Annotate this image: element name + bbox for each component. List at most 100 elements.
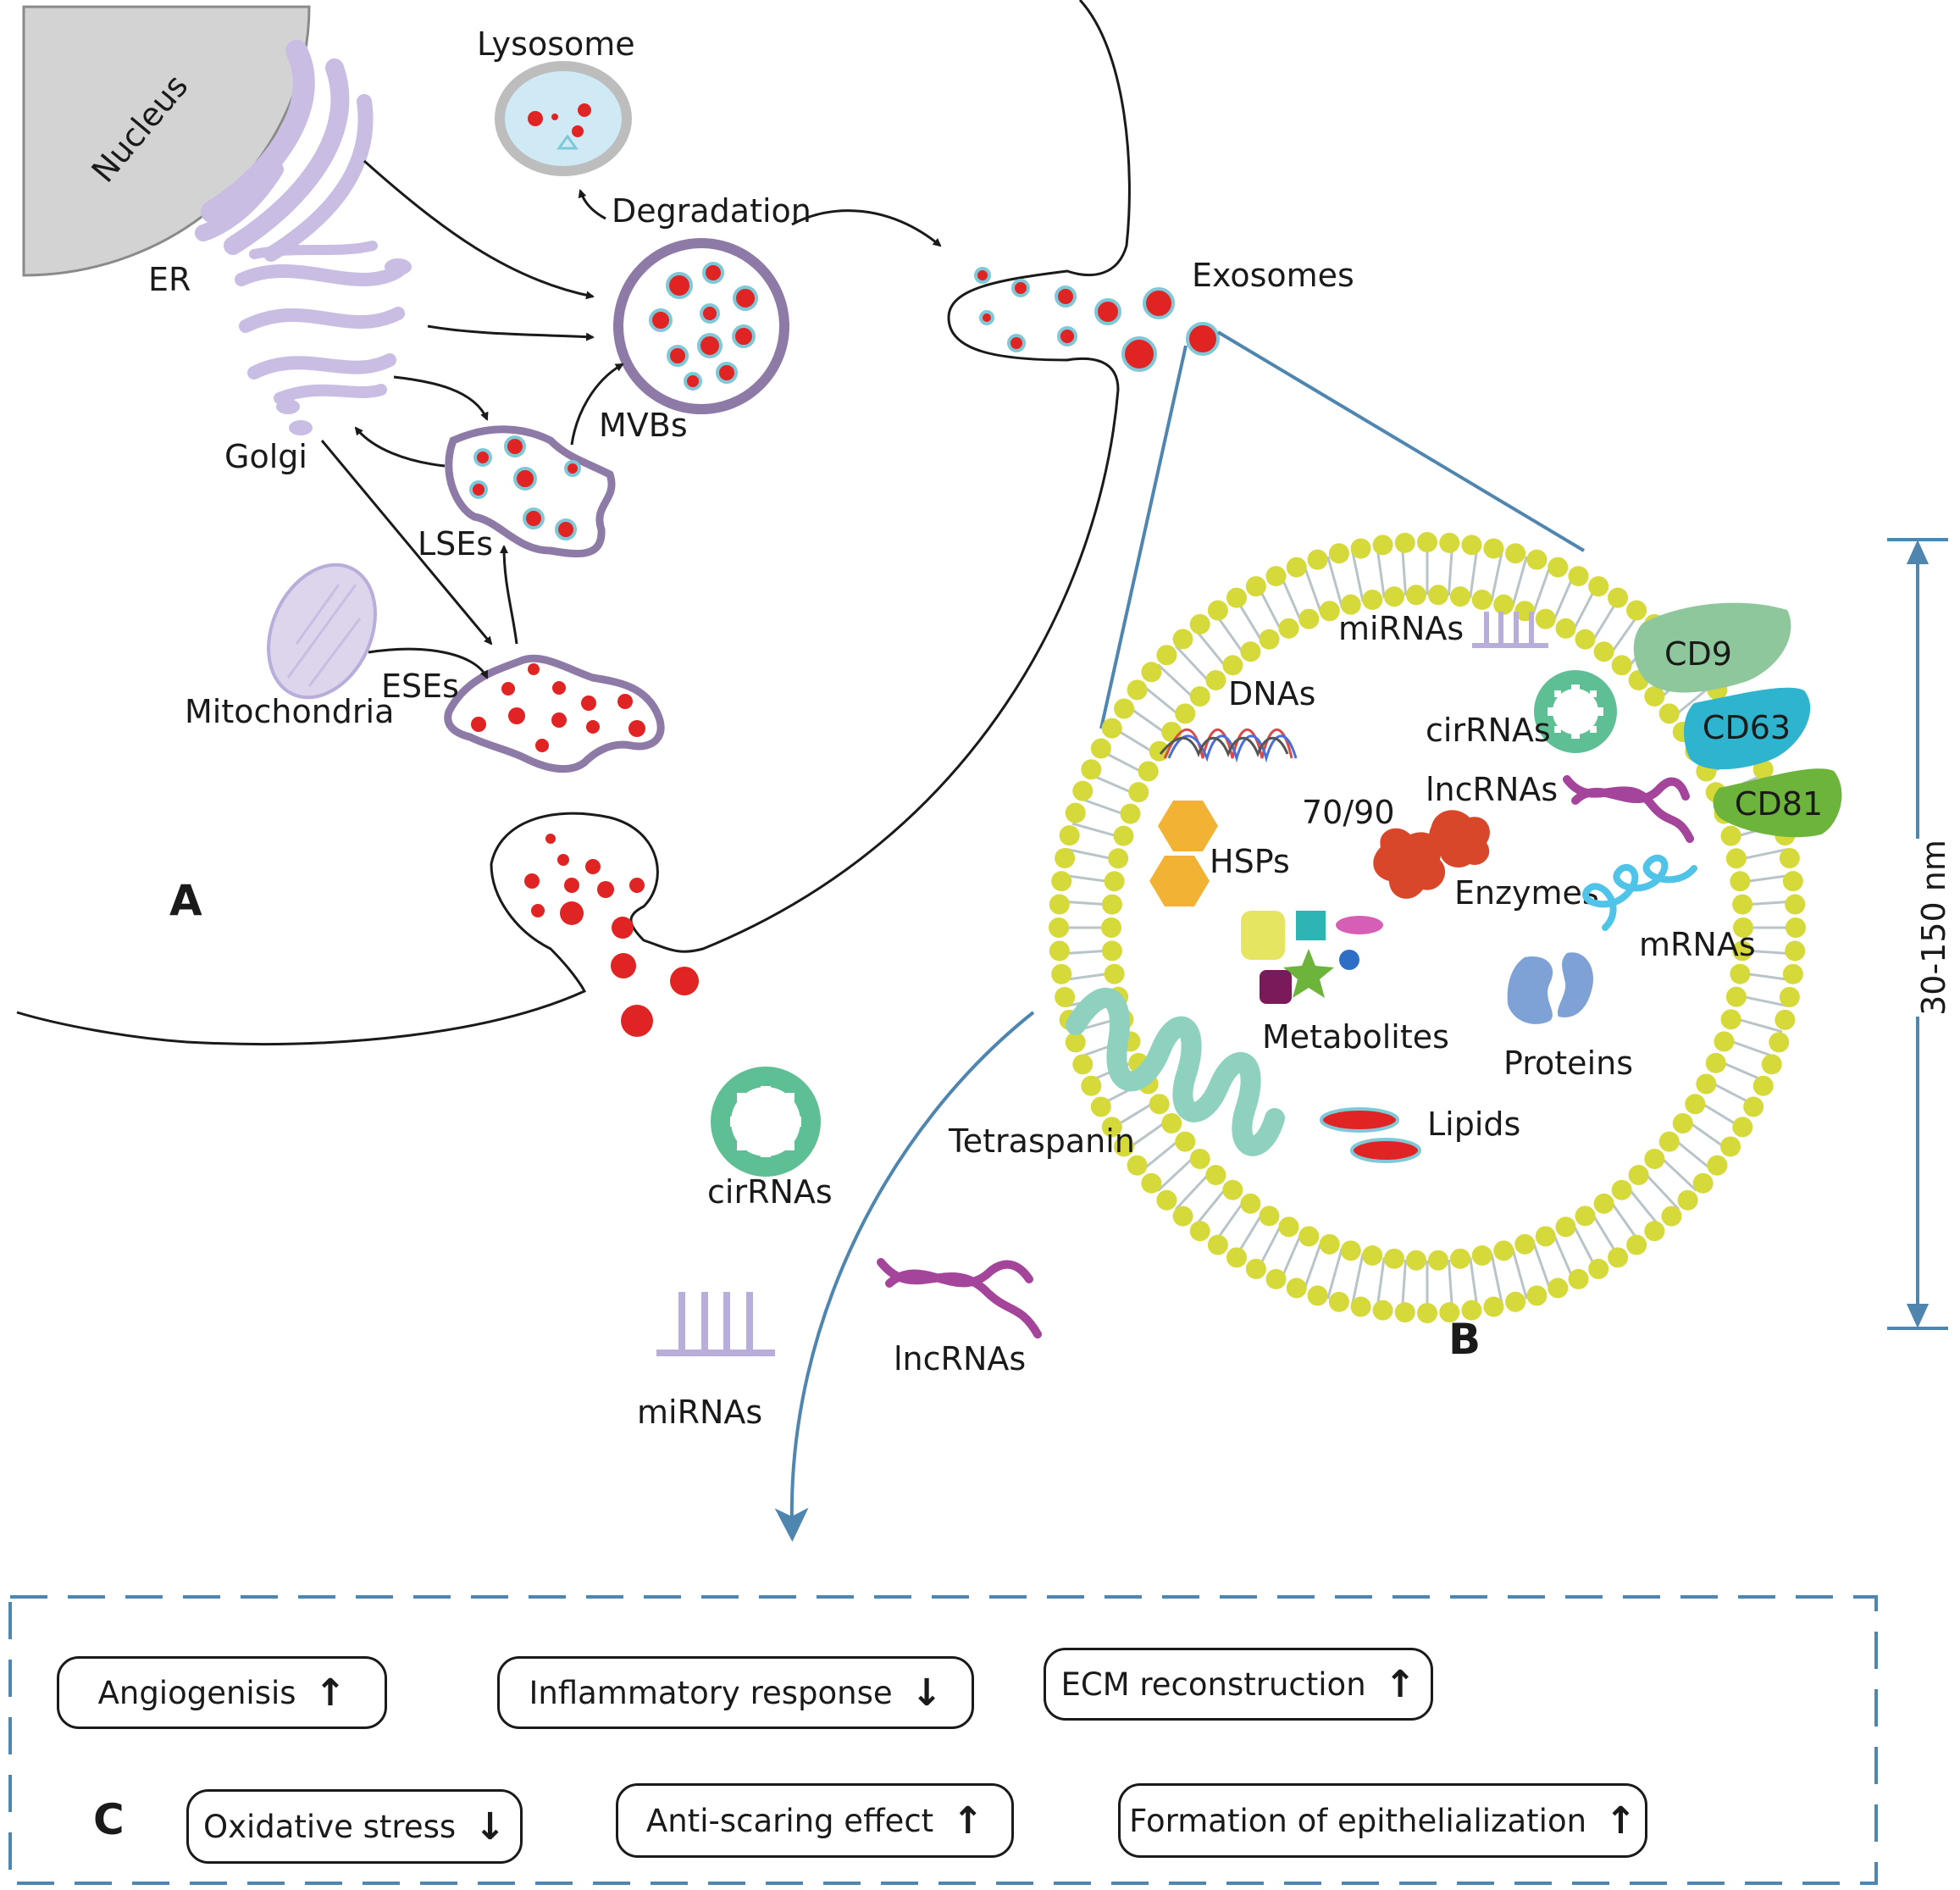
- lipid-head: [1362, 589, 1383, 610]
- lipid-head: [1417, 1303, 1437, 1323]
- lipid-head: [1049, 917, 1069, 938]
- lipid-head: [1189, 1221, 1210, 1242]
- lipid-head: [1644, 1221, 1665, 1242]
- lipid-tail: [1302, 1240, 1323, 1292]
- lipid-head: [1588, 576, 1609, 597]
- lipid-head: [1786, 917, 1806, 938]
- lipid-head: [1405, 1250, 1426, 1271]
- lipid-head: [1245, 1258, 1266, 1279]
- lipid-head: [1101, 917, 1121, 938]
- hsps-label: HSPs: [1210, 843, 1290, 880]
- nucleus: Nucleus: [22, 5, 311, 277]
- lipid-head: [1175, 703, 1196, 724]
- mirnas-inner-label: miRNAs: [1338, 610, 1464, 647]
- lipid-head: [1743, 1096, 1764, 1117]
- lipid-head: [1205, 1165, 1226, 1186]
- enzymes-label: Enzymes: [1454, 874, 1599, 912]
- lipid-head: [1707, 1155, 1728, 1176]
- lipid-head: [1568, 566, 1589, 587]
- mvbs-label: MVBs: [599, 407, 688, 444]
- cirrna-icon-outer: [711, 1067, 821, 1177]
- lipid-head: [1072, 780, 1094, 801]
- lipid-head: [1461, 1300, 1482, 1321]
- lipid-head: [1428, 1250, 1449, 1271]
- lipid-head: [1405, 585, 1426, 606]
- lipid-head: [1113, 825, 1134, 846]
- proteins-label: Proteins: [1503, 1045, 1633, 1082]
- lipid-head: [1156, 1189, 1177, 1211]
- up-arrow-icon: ↑: [1384, 1662, 1416, 1706]
- lipid-head: [1611, 655, 1632, 676]
- lipid-head: [1548, 1278, 1569, 1299]
- lipid-head: [1483, 1296, 1504, 1317]
- lipid-head: [1049, 894, 1070, 915]
- lipid-head: [1732, 894, 1753, 915]
- lipid-head: [1471, 589, 1492, 610]
- lipid-head: [1127, 679, 1148, 701]
- lipid-head: [1372, 535, 1393, 556]
- lipid-head: [1286, 1278, 1307, 1299]
- lipid-head: [1286, 557, 1307, 578]
- lipid-head: [1101, 718, 1122, 739]
- up-arrow-icon: ↑: [952, 1799, 984, 1843]
- lipid-head: [1172, 1205, 1193, 1227]
- lipid-head: [1608, 1247, 1629, 1268]
- tetraspanin: [1066, 988, 1285, 1156]
- size-label: 30-150 nm: [1915, 840, 1952, 1016]
- lipid-head: [1548, 557, 1569, 578]
- lipid-tail: [1193, 1184, 1229, 1228]
- golgi-label: Golgi: [224, 438, 307, 475]
- lipid-head: [1161, 1112, 1182, 1133]
- lipid-head: [1428, 585, 1449, 606]
- lipid-head: [1526, 1285, 1548, 1306]
- effect-angiogenesis: Angiogenisis ↑: [57, 1656, 387, 1729]
- lipid-tail: [1469, 546, 1479, 598]
- lipid-tail: [1376, 546, 1386, 598]
- lipid-head: [1245, 576, 1266, 597]
- size-scale: [1887, 538, 1948, 1330]
- lipid-head: [1555, 618, 1576, 639]
- lipid-head: [1259, 629, 1280, 650]
- lipid-head: [1526, 549, 1548, 570]
- lipid-head: [1575, 629, 1596, 650]
- lipid-head: [1138, 761, 1159, 782]
- lipid-head: [1189, 1149, 1210, 1170]
- lipid-head: [1065, 802, 1086, 823]
- lipid-head: [1779, 987, 1800, 1008]
- lipid-head: [1449, 586, 1470, 607]
- lipid-head: [1471, 1245, 1492, 1266]
- lipid-head: [1090, 738, 1111, 759]
- lipid-head: [1278, 618, 1299, 639]
- lipid-head: [1222, 1179, 1243, 1200]
- panel-c-label: C: [93, 1795, 125, 1844]
- lipid-head: [1555, 1217, 1576, 1238]
- lipid-head: [1120, 803, 1141, 824]
- lipid-head: [1730, 871, 1751, 892]
- lipid-head: [1785, 940, 1806, 962]
- panel-b-label: B: [1448, 1315, 1481, 1364]
- lipid-tail: [1376, 1257, 1386, 1310]
- protein-icons: [1507, 952, 1593, 1024]
- cd9-marker: CD9: [1633, 602, 1791, 693]
- mitochondria: [267, 563, 377, 700]
- mrnas-label: mRNAs: [1639, 926, 1756, 963]
- lipid-head: [1149, 1094, 1170, 1115]
- lipid-head: [1575, 1205, 1596, 1227]
- lipid-head: [1732, 940, 1753, 962]
- endoplasmic-reticulum: [195, 40, 374, 262]
- lipid-head: [1101, 1117, 1122, 1138]
- cd63-label: CD63: [1703, 709, 1791, 746]
- effect-anti-scaring: Anti-scaring effect ↑: [616, 1783, 1014, 1858]
- lipid-head: [1328, 1291, 1349, 1312]
- lipid-head: [1127, 1155, 1148, 1176]
- lipid-head: [1725, 848, 1747, 869]
- eses-label: ESEs: [381, 668, 459, 705]
- down-arrow-icon: ↓: [474, 1804, 507, 1848]
- lipid-head: [1207, 600, 1228, 621]
- lipid-tail: [1174, 1170, 1213, 1211]
- lipid-head: [1340, 1240, 1361, 1261]
- effect-label: Inflammatory response: [529, 1674, 893, 1711]
- lipid-head: [1761, 1054, 1782, 1075]
- cirrnas-outer-label: cirRNAs: [707, 1173, 833, 1211]
